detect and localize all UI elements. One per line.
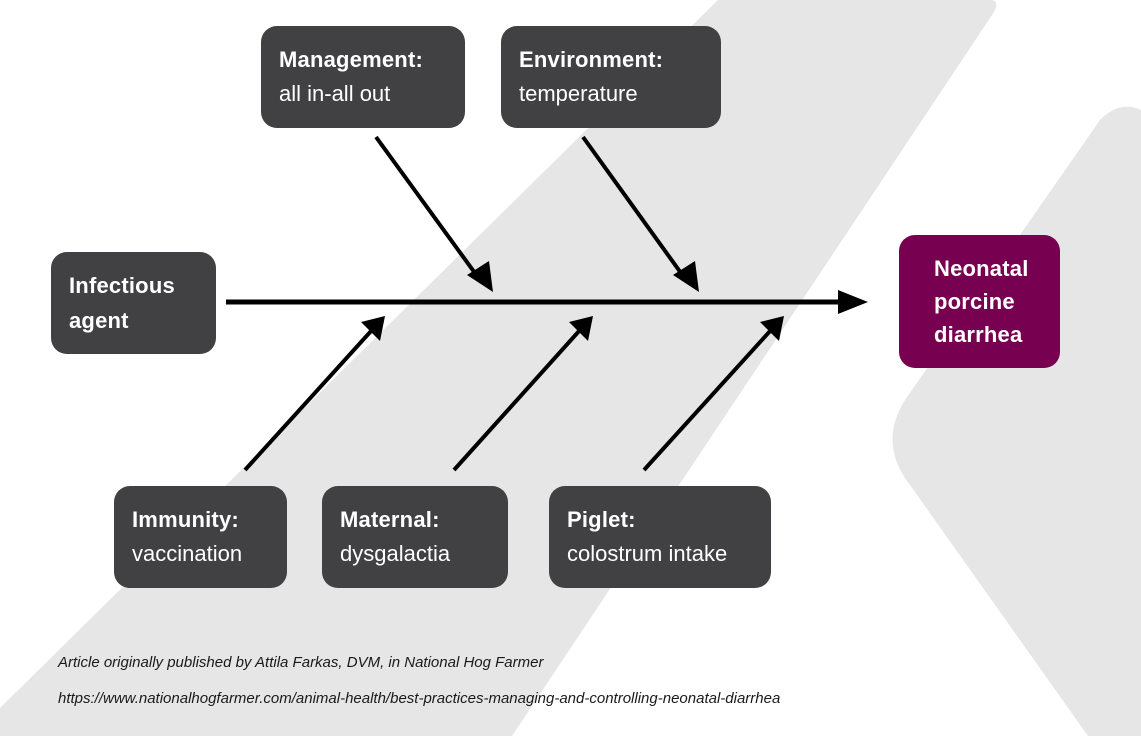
cause-label-line-1: Infectious (69, 273, 175, 298)
rib-arrowhead-maternal (569, 316, 593, 341)
source-url-caption: https://www.nationalhogfarmer.com/animal… (58, 690, 781, 707)
rib-arrowhead-immunity (361, 316, 385, 341)
cause-box-maternal: Maternal: dysgalactia (322, 486, 508, 588)
cause-box-piglet: Piglet: colostrum intake (549, 486, 771, 588)
rib-arrowhead-piglet (760, 316, 784, 341)
cause-category: Management: (279, 47, 423, 72)
attribution-caption: Article originally published by Attila F… (58, 654, 544, 671)
background-chevron-shape (892, 106, 1141, 736)
effect-box-neonatal-porcine-diarrhea: Neonatal porcine diarrhea (899, 235, 1060, 368)
rib-arrow-piglet (642, 328, 773, 472)
rib-arrow-immunity (243, 328, 374, 472)
rib-arrowhead-environment (673, 261, 699, 292)
cause-detail: temperature (519, 81, 638, 106)
cause-category: Maternal: (340, 507, 440, 532)
effect-label-line-3: diarrhea (934, 322, 1023, 347)
cause-category: Environment: (519, 47, 664, 72)
cause-detail: colostrum intake (567, 541, 728, 566)
rib-arrow-maternal (452, 328, 582, 472)
cause-label-line-2: agent (69, 308, 129, 333)
cause-box-management: Management: all in-all out (261, 26, 465, 128)
rib-arrowhead-management (467, 261, 493, 292)
effect-label-line-1: Neonatal (934, 256, 1029, 281)
cause-category: Piglet: (567, 507, 636, 532)
effect-label-line-2: porcine (934, 289, 1015, 314)
rib-arrow-environment (581, 135, 688, 282)
rib-arrow-management (374, 135, 482, 282)
cause-box-environment: Environment: temperature (501, 26, 721, 128)
cause-detail: dysgalactia (340, 541, 451, 566)
spine-arrowhead (838, 290, 868, 314)
cause-detail: vaccination (132, 541, 243, 566)
cause-box-infectious-agent: Infectious agent (51, 252, 216, 354)
cause-detail: all in-all out (279, 81, 391, 106)
cause-category: Immunity: (132, 507, 239, 532)
cause-box-immunity: Immunity: vaccination (114, 486, 287, 588)
